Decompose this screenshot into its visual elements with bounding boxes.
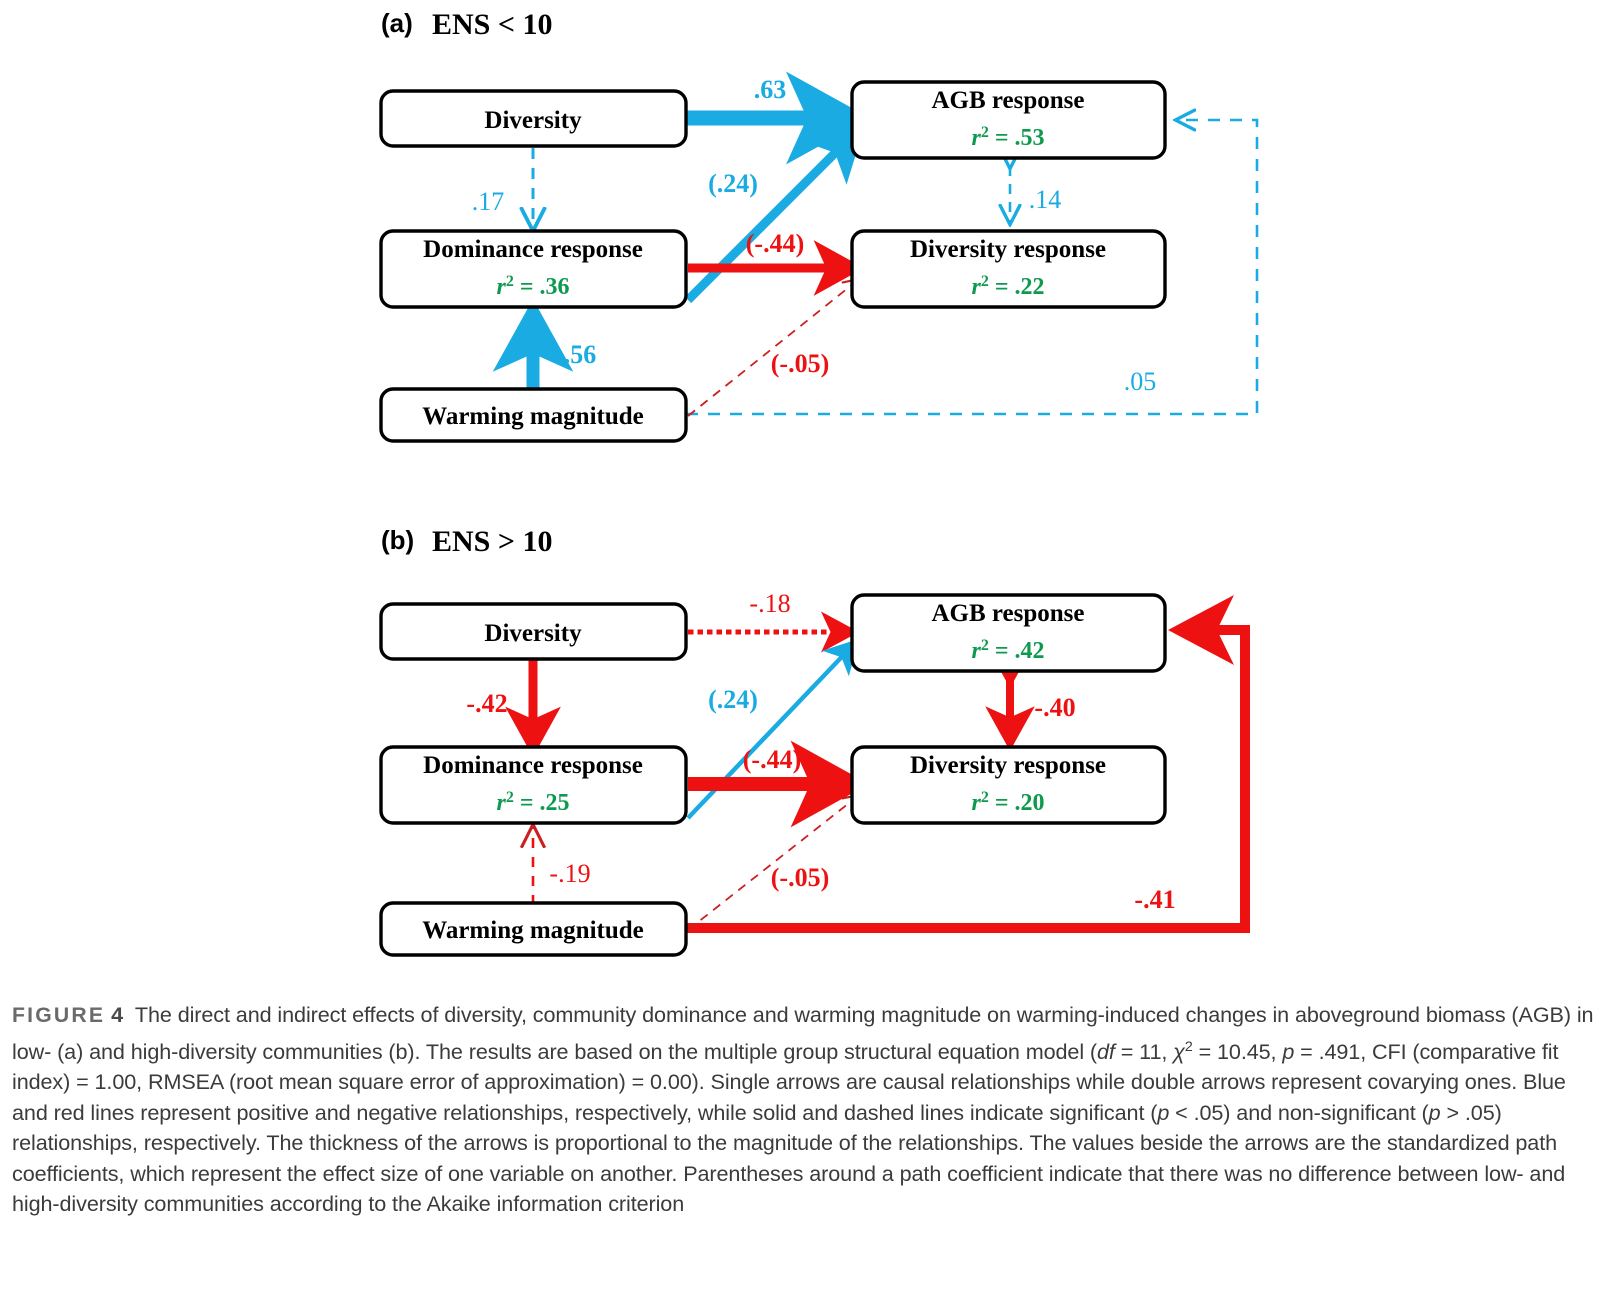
- coef-a-dominance-diversityresponse: (-.44): [746, 229, 804, 258]
- caption-chi-value: = 10.45,: [1192, 1038, 1283, 1064]
- panel-b-ens-gt-10: (b) ENS > 10 -.41 -.18 -.42 (.24): [0, 500, 1610, 970]
- path-b-diversity-to-dominance: -.42: [466, 660, 561, 758]
- node-b-diversity-label: Diversity: [484, 620, 582, 647]
- caption-p2: p: [1157, 1099, 1170, 1125]
- panel-b-tag: (b): [381, 525, 414, 555]
- panel-a-tag: (a): [381, 8, 413, 38]
- caption-number: 4: [111, 1002, 124, 1027]
- node-b-warming-label: Warming magnitude: [422, 917, 644, 944]
- caption-df-value: = 11,: [1114, 1038, 1174, 1064]
- node-a-dominance-r2: r2 = .36: [496, 273, 569, 300]
- coef-b-dominance-diversityresponse: (-.44): [743, 745, 801, 774]
- coef-b-agb-diversityresponse: -.40: [1034, 693, 1075, 722]
- coef-b-diversity-agb: -.18: [749, 589, 790, 618]
- node-a-agb-label: AGB response: [931, 87, 1084, 114]
- caption-chi-sup: 2: [1184, 1038, 1193, 1055]
- coef-a-dominance-agb: (.24): [708, 169, 758, 198]
- node-b-dominance-response[interactable]: Dominance response r2 = .25: [379, 745, 688, 825]
- caption-p-value: = .491, CFI (comparative fit index) = 1.…: [12, 1038, 1566, 1125]
- panel-a-title: ENS < 10: [432, 8, 552, 41]
- coef-b-dominance-agb: (.24): [708, 685, 758, 714]
- node-a-diversity-response[interactable]: Diversity response r2 = .22: [850, 229, 1167, 309]
- caption-label: FIGURE: [12, 1004, 106, 1027]
- path-b-warming-to-agb: -.41: [686, 595, 1250, 933]
- caption-p: p: [1282, 1038, 1295, 1064]
- node-b-dominance-r2: r2 = .25: [496, 789, 569, 816]
- node-b-warming-magnitude[interactable]: Warming magnitude: [379, 901, 688, 957]
- node-a-warming-magnitude[interactable]: Warming magnitude: [379, 387, 688, 443]
- node-b-agb-label: AGB response: [931, 600, 1084, 627]
- path-b-warming-to-diversityresponse: (-.05): [687, 796, 858, 931]
- node-b-diversity-response[interactable]: Diversity response r2 = .20: [850, 745, 1167, 825]
- caption-p-lt: < .05) and non-significant (: [1169, 1099, 1429, 1125]
- node-a-diversity[interactable]: Diversity: [379, 89, 688, 148]
- coef-a-agb-diversityresponse: .14: [1029, 185, 1062, 214]
- coef-a-diversity-agb: .63: [754, 75, 787, 104]
- caption-p3: p: [1428, 1099, 1441, 1125]
- path-b-dominance-to-diversityresponse: (-.44): [688, 740, 870, 828]
- caption-p-gt: > .05) relationships, respectively. The …: [12, 1099, 1566, 1217]
- coef-a-diversity-dominance: .17: [472, 187, 505, 216]
- node-a-dominance-response[interactable]: Dominance response r2 = .36: [379, 229, 688, 309]
- path-a-diversity-to-dominance: .17: [472, 148, 533, 228]
- coef-a-warming-agb: .05: [1124, 367, 1157, 396]
- coef-b-warming-diversityresponse: (-.05): [771, 863, 829, 892]
- coef-a-warming-diversityresponse: (-.05): [771, 349, 829, 378]
- path-a-warming-to-diversityresponse: (-.05): [687, 280, 858, 417]
- node-a-agb-r2: r2 = .53: [971, 124, 1044, 151]
- path-a-dominance-to-agb: (.24): [684, 122, 866, 304]
- node-a-diversityresponse-label: Diversity response: [910, 236, 1106, 263]
- panel-a-diagram: (a) ENS < 10 .05 .63 .17 (.24): [379, 8, 1259, 443]
- figure-caption: FIGURE 4 The direct and indirect effects…: [12, 1000, 1600, 1220]
- path-a-warming-to-dominance: .56: [492, 298, 597, 390]
- node-a-warming-label: Warming magnitude: [422, 403, 644, 430]
- path-b-diversity-to-agb: -.18: [688, 589, 860, 653]
- node-a-agb-response[interactable]: AGB response r2 = .53: [850, 80, 1167, 160]
- node-b-agb-r2: r2 = .42: [971, 637, 1044, 664]
- node-a-dominance-label: Dominance response: [423, 236, 643, 263]
- coef-a-warming-dominance: .56: [564, 340, 597, 369]
- panel-a-ens-lt-10: (a) ENS < 10 .05 .63 .17 (.24): [0, 0, 1610, 500]
- node-b-diversity[interactable]: Diversity: [379, 602, 688, 661]
- caption-chi: χ: [1173, 1038, 1185, 1064]
- path-b-agb-covary-diversityresponse: -.40: [985, 643, 1076, 752]
- node-b-dominance-label: Dominance response: [423, 752, 643, 779]
- node-b-diversityresponse-label: Diversity response: [910, 752, 1106, 779]
- path-b-dominance-to-agb: (.24): [686, 638, 860, 820]
- coef-b-warming-dominance: -.19: [549, 859, 590, 888]
- caption-df: df: [1097, 1038, 1115, 1064]
- panel-b-title: ENS > 10: [432, 525, 552, 558]
- panel-b-diagram: (b) ENS > 10 -.41 -.18 -.42 (.24): [379, 525, 1250, 957]
- node-a-diversityresponse-r2: r2 = .22: [971, 273, 1044, 300]
- path-b-warming-to-dominance: -.19: [533, 827, 591, 905]
- path-a-agb-covary-diversityresponse: .14: [1010, 166, 1061, 222]
- path-a-warming-to-agb: .05: [686, 120, 1259, 416]
- path-a-diversity-to-agb: .63: [686, 71, 871, 165]
- node-b-diversityresponse-r2: r2 = .20: [971, 789, 1044, 816]
- coef-b-warming-agb: -.41: [1134, 885, 1175, 914]
- path-a-dominance-to-diversityresponse: (-.44): [688, 229, 865, 296]
- node-a-diversity-label: Diversity: [484, 107, 582, 134]
- node-b-agb-response[interactable]: AGB response r2 = .42: [850, 593, 1167, 673]
- coef-b-diversity-dominance: -.42: [466, 689, 507, 718]
- caption-part1: The direct and indirect effects of diver…: [12, 1002, 1594, 1064]
